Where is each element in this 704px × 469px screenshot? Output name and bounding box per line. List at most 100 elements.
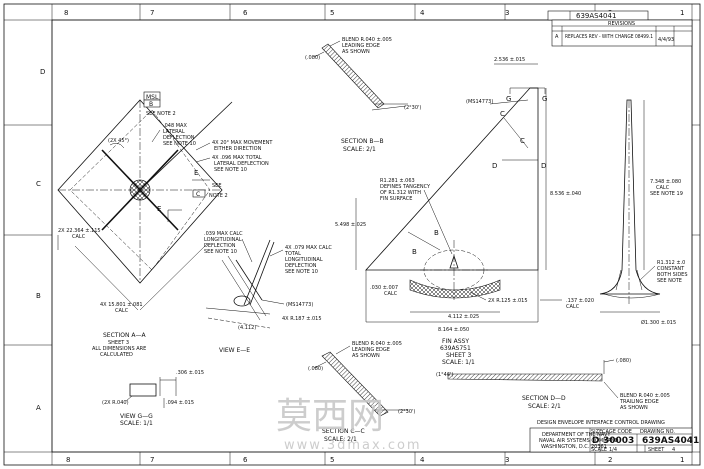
total-079: 4X .079 MAX CALC xyxy=(285,245,332,251)
view-e-e-dim-4112: (4.112) xyxy=(238,325,256,331)
svg-text:LEADING EDGE: LEADING EDGE xyxy=(352,347,390,353)
zone-bottom-1: 1 xyxy=(680,456,684,464)
r125: 2X R.125 ±.015 xyxy=(488,298,528,304)
svg-text:TOTAL: TOTAL xyxy=(284,251,301,257)
zone-top-5: 5 xyxy=(330,9,334,17)
title-block-scale: 1/4 xyxy=(609,447,617,453)
svg-text:LEADING EDGE: LEADING EDGE xyxy=(342,43,380,49)
right-fin-view: 7.348 ±.080 CALC SEE NOTE 19 R1.312 ±.0 … xyxy=(599,99,688,326)
section-d-d: (.080) (1°46') BLEND R.040 ±.005 TRAILIN… xyxy=(436,358,670,411)
svg-text:CALC: CALC xyxy=(566,304,580,310)
svg-text:TRAILING EDGE: TRAILING EDGE xyxy=(619,399,659,405)
dim-7348: 7.348 ±.080 xyxy=(650,179,681,185)
view-g-g-title: VIEW G—G xyxy=(120,413,153,420)
title-block-title: DESIGN ENVELOPE INTERFACE CONTROL DRAWIN… xyxy=(537,420,665,426)
msl-c-note: NOTE 2 xyxy=(209,193,228,199)
zone-top-7: 7 xyxy=(150,9,154,17)
top-drawing-number-text: 639AS4041 xyxy=(576,12,616,20)
section-b-b: (.080) BLEND R.040 ±.005 LEADING EDGE AS… xyxy=(305,37,421,153)
zone-labels-side: D C B A xyxy=(36,68,45,412)
zone-side-b: B xyxy=(36,292,41,300)
revisions-title: REVISIONS xyxy=(608,21,635,27)
msl-c-letter: C xyxy=(196,191,200,198)
label-e-bot: E xyxy=(157,205,161,213)
msl-b-label: MSL xyxy=(146,94,159,101)
svg-text:SEE NOTE: SEE NOTE xyxy=(657,278,682,284)
zone-top-3: 3 xyxy=(505,9,509,17)
section-a-a-title: SECTION A—A xyxy=(103,332,146,339)
svg-text:CALC: CALC xyxy=(384,291,398,297)
dim-030: .030 ±.007 xyxy=(370,285,398,291)
right-fin-outline xyxy=(599,99,661,295)
zone-top-1: 1 xyxy=(680,9,684,17)
zone-bottom-2: 2 xyxy=(608,456,612,464)
r1312: R1.312 ±.0 xyxy=(657,260,685,266)
svg-text:SHEET 3: SHEET 3 xyxy=(108,340,129,346)
zone-bottom-4: 4 xyxy=(420,456,425,464)
view-g-g-r040: (2X R.040) xyxy=(102,400,129,406)
section-b-b-dim-080: (.080) xyxy=(305,55,320,61)
svg-text:CAGE CODE: CAGE CODE xyxy=(602,429,632,435)
svg-text:SEE NOTE 10: SEE NOTE 10 xyxy=(204,249,237,255)
section-c-c-dim-080: (.080) xyxy=(308,366,323,372)
view-e-e-hub xyxy=(233,295,251,307)
section-d-d-dim-080: (.080) xyxy=(616,358,631,364)
svg-text:CALC: CALC xyxy=(115,308,129,314)
section-d-d-angle: (1°46') xyxy=(436,372,453,378)
section-c-c-angle: (2°30') xyxy=(398,409,415,415)
section-c-c: (.080) BLEND R.040 ±.005 LEADING EDGE AS… xyxy=(308,341,415,443)
section-b-b-scale: SCALE: 2/1 xyxy=(343,146,376,153)
svg-text:AS SHOWN: AS SHOWN xyxy=(342,49,370,55)
msl-b-letter: B xyxy=(149,101,153,108)
section-c-c-airfoil xyxy=(321,351,389,417)
dim-15801: 4X 15.801 ±.081 xyxy=(100,302,143,308)
svg-text:SIZE: SIZE xyxy=(591,429,602,435)
r1281: R1.281 ±.063 xyxy=(380,178,415,184)
svg-text:CALC: CALC xyxy=(72,234,86,240)
zone-bottom-6: 6 xyxy=(243,456,248,464)
zone-top-6: 6 xyxy=(243,9,248,17)
view-e-e: .039 MAX CALC LONGITUDINAL DEFLECTION SE… xyxy=(204,231,332,354)
revision-description: REPLACES REV - WITH CHANGE 08499.1 xyxy=(565,34,653,40)
dim-306: .306 ±.015 xyxy=(176,370,204,376)
section-a-a: MSL B SEE NOTE 2 (2X 45°) .048 MAX LATER… xyxy=(57,91,273,358)
dim-137: .137 ±.020 xyxy=(566,298,594,304)
fin-assy: G G 2.536 ±.015 (MS14773) C C D D 8.536 … xyxy=(335,57,594,366)
fin-dim-4112: 4.112 ±.025 xyxy=(448,314,479,320)
zone-bottom-8: 8 xyxy=(66,456,70,464)
fin-root-hatch xyxy=(409,279,501,299)
svg-text:CONSTANT: CONSTANT xyxy=(657,266,685,272)
zone-side-d: D xyxy=(40,68,45,76)
svg-text:OF R1.312 WITH: OF R1.312 WITH xyxy=(380,190,421,196)
fin-assy-title: FIN ASSY xyxy=(442,338,469,345)
angle-2x45: (2X 45°) xyxy=(108,138,129,144)
fin-assy-part: 639AS751 xyxy=(440,345,471,352)
dim-22364: 2X 22.364 ±.115 xyxy=(58,228,101,234)
dim-5498: 5.498 ±.025 xyxy=(335,222,366,228)
svg-text:FIN SURFACE: FIN SURFACE xyxy=(380,196,412,202)
zone-bottom-5: 5 xyxy=(330,456,334,464)
view-e-e-ms14773: (MS14773) xyxy=(286,302,313,308)
section-b-b-blend: BLEND R.040 ±.005 xyxy=(342,37,392,43)
zone-top-8: 8 xyxy=(64,9,68,17)
label-c2: C xyxy=(520,137,525,145)
section-d-d-title: SECTION D—D xyxy=(522,395,566,402)
svg-text:DRAWING NO.: DRAWING NO. xyxy=(640,429,675,435)
section-b-b-title: SECTION B—B xyxy=(341,138,384,145)
top-drawing-number: 639AS4041 xyxy=(547,10,649,21)
zone-bottom-7: 7 xyxy=(150,456,154,464)
svg-text:DEFLECTION: DEFLECTION xyxy=(163,135,195,141)
watermark-sub: www.3dmax.com xyxy=(284,438,422,453)
svg-text:LONGITUDINAL: LONGITUDINAL xyxy=(285,257,323,263)
section-c-c-title: SECTION C—C xyxy=(322,428,365,435)
label-d2: D xyxy=(541,162,546,170)
svg-text:SCALE: SCALE xyxy=(591,447,607,453)
section-d-d-blend: BLEND R.040 ±.005 xyxy=(620,393,670,399)
title-block-drawing-number: 639AS4041 xyxy=(642,436,699,446)
revision-date: 4/4/93 xyxy=(658,37,674,43)
title-block: DESIGN ENVELOPE INTERFACE CONTROL DRAWIN… xyxy=(529,420,699,453)
dim-2536: 2.536 ±.015 xyxy=(494,57,525,63)
svg-text:CALC: CALC xyxy=(656,185,670,191)
title-block-size: D xyxy=(592,436,599,446)
view-g-g-profile xyxy=(129,383,157,397)
